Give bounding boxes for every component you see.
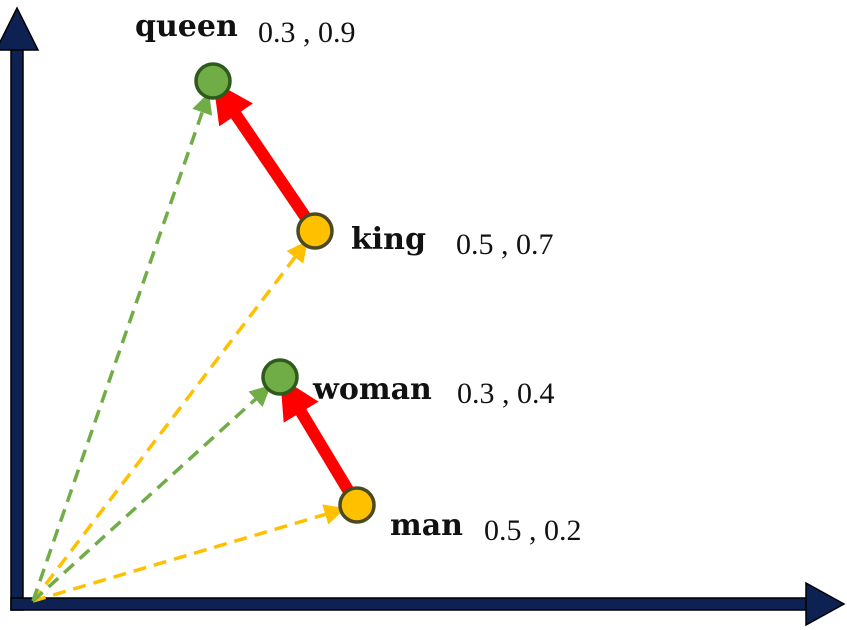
- labels: queen 0.3 , 0.9 king 0.5 , 0.7 woman 0.3…: [135, 9, 582, 547]
- vector-man: [32, 504, 346, 603]
- offset-arrow-man-woman: [280, 377, 354, 494]
- coords-woman: 0.3 , 0.4: [457, 377, 555, 410]
- coords-queen: 0.3 , 0.9: [258, 16, 356, 49]
- origin-vectors: [31, 92, 346, 603]
- axes: [0, 6, 846, 627]
- label-queen: queen: [135, 9, 238, 44]
- point-king: [296, 212, 334, 250]
- x-axis-arrow-icon: [805, 581, 846, 627]
- x-axis-line: [10, 597, 812, 611]
- label-woman: woman: [312, 372, 432, 407]
- vector-king: [31, 240, 308, 603]
- vector-woman: [31, 385, 272, 603]
- coords-king: 0.5 , 0.7: [456, 228, 554, 261]
- offset-arrow-king-queen: [213, 81, 311, 221]
- vector-queen: [31, 92, 213, 602]
- point-man: [338, 486, 376, 524]
- label-man: man: [390, 508, 463, 543]
- label-king: king: [351, 222, 426, 257]
- point-woman: [261, 358, 299, 396]
- y-axis-arrow-icon: [0, 6, 40, 51]
- coords-man: 0.5 , 0.2: [484, 514, 582, 547]
- y-axis-line: [10, 43, 24, 611]
- point-queen: [194, 62, 232, 100]
- points: [194, 62, 376, 524]
- offset-arrows: [213, 81, 354, 494]
